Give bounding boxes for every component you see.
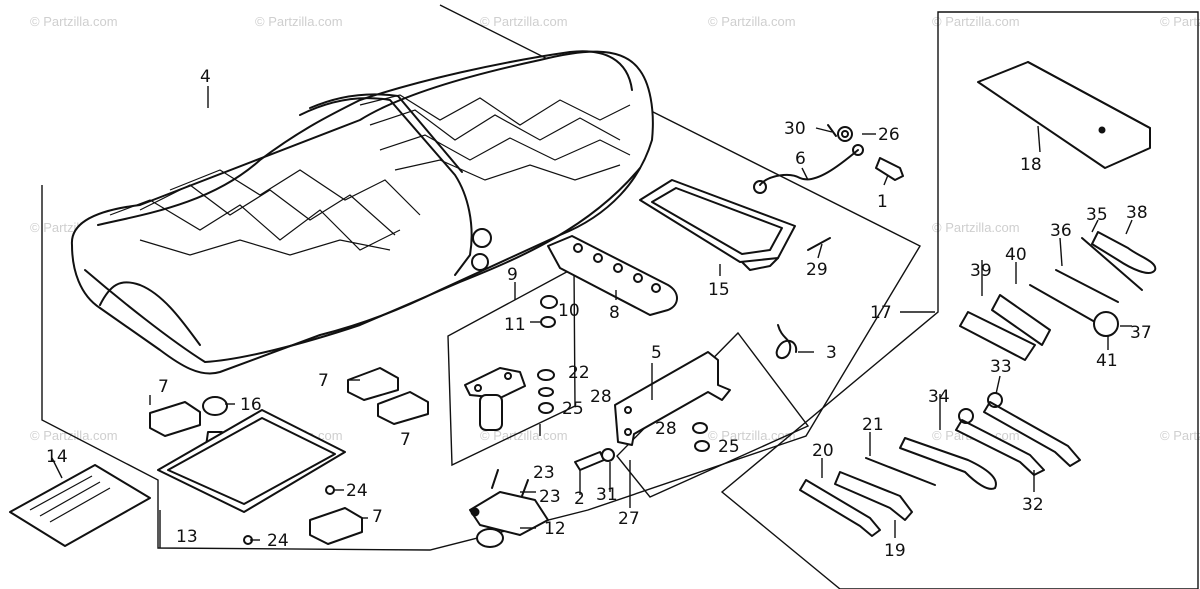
callout-41: 41 [1096, 351, 1118, 371]
callout-9: 9 [507, 265, 518, 285]
under-seat-tray [157, 409, 346, 545]
callout-23: 23 [533, 463, 555, 483]
watermark: © Partzilla.com [932, 220, 1020, 235]
seat-hinge-bolt [472, 228, 492, 248]
callout-24: 24 [267, 531, 289, 551]
callout-numbers: 4 30 26 6 1 18 29 15 9 10 11 8 3 17 5 22… [46, 67, 1152, 561]
watermark: © Partzilla.com [708, 428, 796, 443]
seat-lock [469, 469, 549, 548]
watermark: © Partzilla.com [708, 14, 796, 29]
seat-upper-piping [97, 50, 633, 226]
callout-25: 25 [562, 399, 584, 419]
tool-tray [639, 179, 796, 271]
seat-lower-edge [84, 167, 641, 363]
callout-8: 8 [609, 303, 620, 323]
watermark: © Partzilla.com [30, 428, 118, 443]
watermark: © Partzilla.com [932, 14, 1020, 29]
callout-27: 27 [618, 509, 640, 529]
hinge-parts [464, 295, 558, 431]
callout-19: 19 [884, 541, 906, 561]
watermark: © Partzilla.com [255, 14, 343, 29]
callout-36: 36 [1050, 221, 1072, 241]
callout-30: 30 [784, 119, 806, 139]
seat-side-wall [99, 281, 201, 346]
watermark: © Partzilla.com [1160, 14, 1200, 29]
callout-20: 20 [812, 441, 834, 461]
callout-38: 38 [1126, 203, 1148, 223]
seat-assembly [70, 50, 654, 375]
seat-front-quilting [109, 169, 421, 256]
callout-23: 23 [539, 487, 561, 507]
callout-5: 5 [651, 343, 662, 363]
callout-1: 1 [877, 192, 888, 212]
callout-7: 7 [158, 377, 169, 397]
lock-spring [775, 324, 798, 359]
watermark: © Partzilla.com [30, 14, 118, 29]
callout-4: 4 [200, 67, 211, 87]
seat-base [70, 50, 654, 375]
callout-26: 26 [878, 125, 900, 145]
callout-22: 22 [568, 363, 590, 383]
tool-set [959, 231, 1157, 361]
callout-16: 16 [240, 395, 262, 415]
callout-31: 31 [596, 485, 618, 505]
callout-35: 35 [1086, 205, 1108, 225]
hinge-subgroup-frame [447, 266, 576, 467]
wrench-set [799, 392, 1081, 537]
callout-24: 24 [346, 481, 368, 501]
watermark: © Partzilla.com [480, 428, 568, 443]
callout-18: 18 [1020, 155, 1042, 175]
seat-hinge-bolt [471, 253, 489, 271]
callout-15: 15 [708, 280, 730, 300]
callout-21: 21 [862, 415, 884, 435]
callout-12: 12 [544, 519, 566, 539]
watermark: © Partzilla.com [1160, 428, 1200, 443]
callout-11: 11 [504, 315, 526, 335]
leader-lines [51, 86, 1133, 548]
callout-6: 6 [795, 149, 806, 169]
callout-28: 28 [655, 419, 677, 439]
lock-fasteners [574, 422, 710, 471]
callout-10: 10 [558, 301, 580, 321]
seat-cable-parts [753, 124, 904, 251]
callout-37: 37 [1130, 323, 1152, 343]
seat-group-frame [41, 4, 921, 551]
callout-25: 25 [718, 437, 740, 457]
seat-rear-quilting [359, 94, 631, 181]
callout-17: 17 [870, 303, 892, 323]
callout-14: 14 [46, 447, 68, 467]
tool-kit-group-frame [720, 11, 1199, 589]
callout-34: 34 [928, 387, 950, 407]
callout-32: 32 [1022, 495, 1044, 515]
callout-39: 39 [970, 261, 992, 281]
tool-bag [977, 61, 1151, 169]
callout-2: 2 [574, 489, 585, 509]
callout-7: 7 [400, 430, 411, 450]
grab-strap [547, 235, 678, 316]
callout-13: 13 [176, 527, 198, 547]
seat-rubbers [149, 367, 429, 545]
callout-29: 29 [806, 260, 828, 280]
callout-40: 40 [1005, 245, 1027, 265]
callout-7: 7 [318, 371, 329, 391]
owners-manual [9, 464, 151, 547]
seat-lock-bracket [614, 351, 731, 446]
seat-step-band [299, 97, 473, 276]
callout-7: 7 [372, 507, 383, 527]
callout-33: 33 [990, 357, 1012, 377]
watermark: © Partzilla.com [480, 14, 568, 29]
watermark-layer: © Partzilla.com © Partzilla.com © Partzi… [30, 14, 1200, 443]
callout-28: 28 [590, 387, 612, 407]
callout-3: 3 [826, 343, 837, 363]
